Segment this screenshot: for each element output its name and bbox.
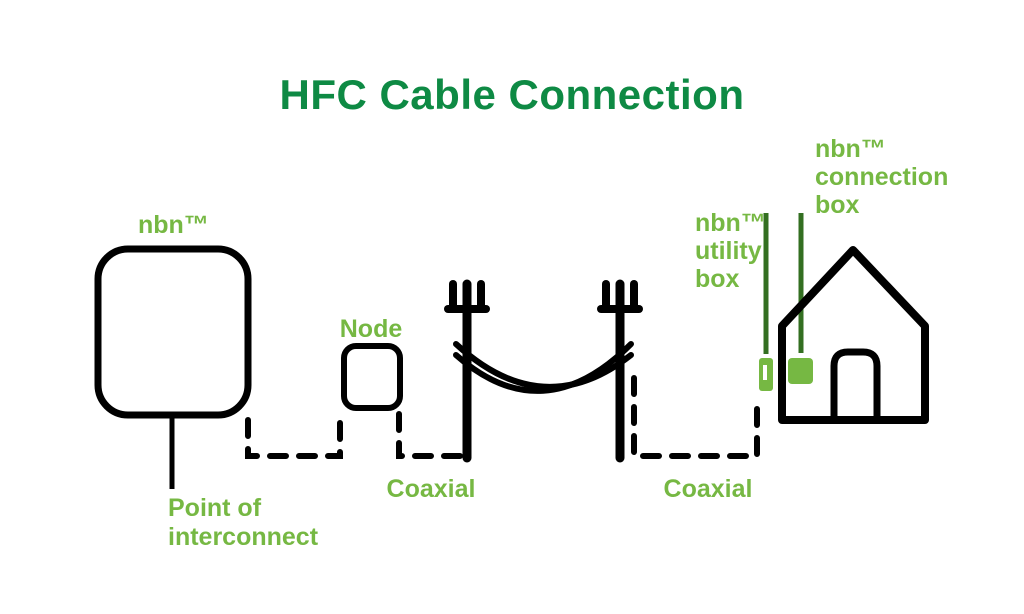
node-box [341, 343, 403, 411]
coaxial-label-left: Coaxial [387, 475, 476, 503]
coaxial-label-right: Coaxial [664, 475, 753, 503]
poi-caption-line2: interconnect [168, 523, 319, 551]
overhead-cable-a [453, 341, 634, 390]
house-door [830, 348, 881, 419]
coaxial-dash-pole-to-house [631, 375, 760, 459]
utility-box-slot [763, 365, 767, 380]
point-of-interconnect-box [94, 245, 252, 419]
coaxial-dash-node-to-pole [396, 411, 465, 459]
connection-box [788, 358, 813, 384]
poi-nbn-label: nbn™ [138, 211, 209, 239]
connection-box-label-line1: nbn™ [815, 135, 886, 163]
utility-pole-left [444, 279, 490, 463]
overhead-cables [453, 341, 634, 394]
connection-box-label-line2: connection [815, 163, 948, 191]
utility-pole-right [597, 279, 643, 463]
diagram-title: HFC Cable Connection [279, 71, 744, 118]
poi-caption-line1: Point of [168, 494, 262, 522]
node-label: Node [340, 315, 403, 343]
overhead-cable-b [453, 341, 634, 394]
utility-box-label-line1: nbn™ [695, 209, 766, 237]
utility-box-label-line2: utility [695, 237, 762, 265]
house-outline [778, 246, 929, 424]
connection-box-label-line3: box [815, 191, 860, 219]
utility-box-label-line3: box [695, 265, 740, 293]
coaxial-dash-box-to-node [245, 411, 343, 459]
